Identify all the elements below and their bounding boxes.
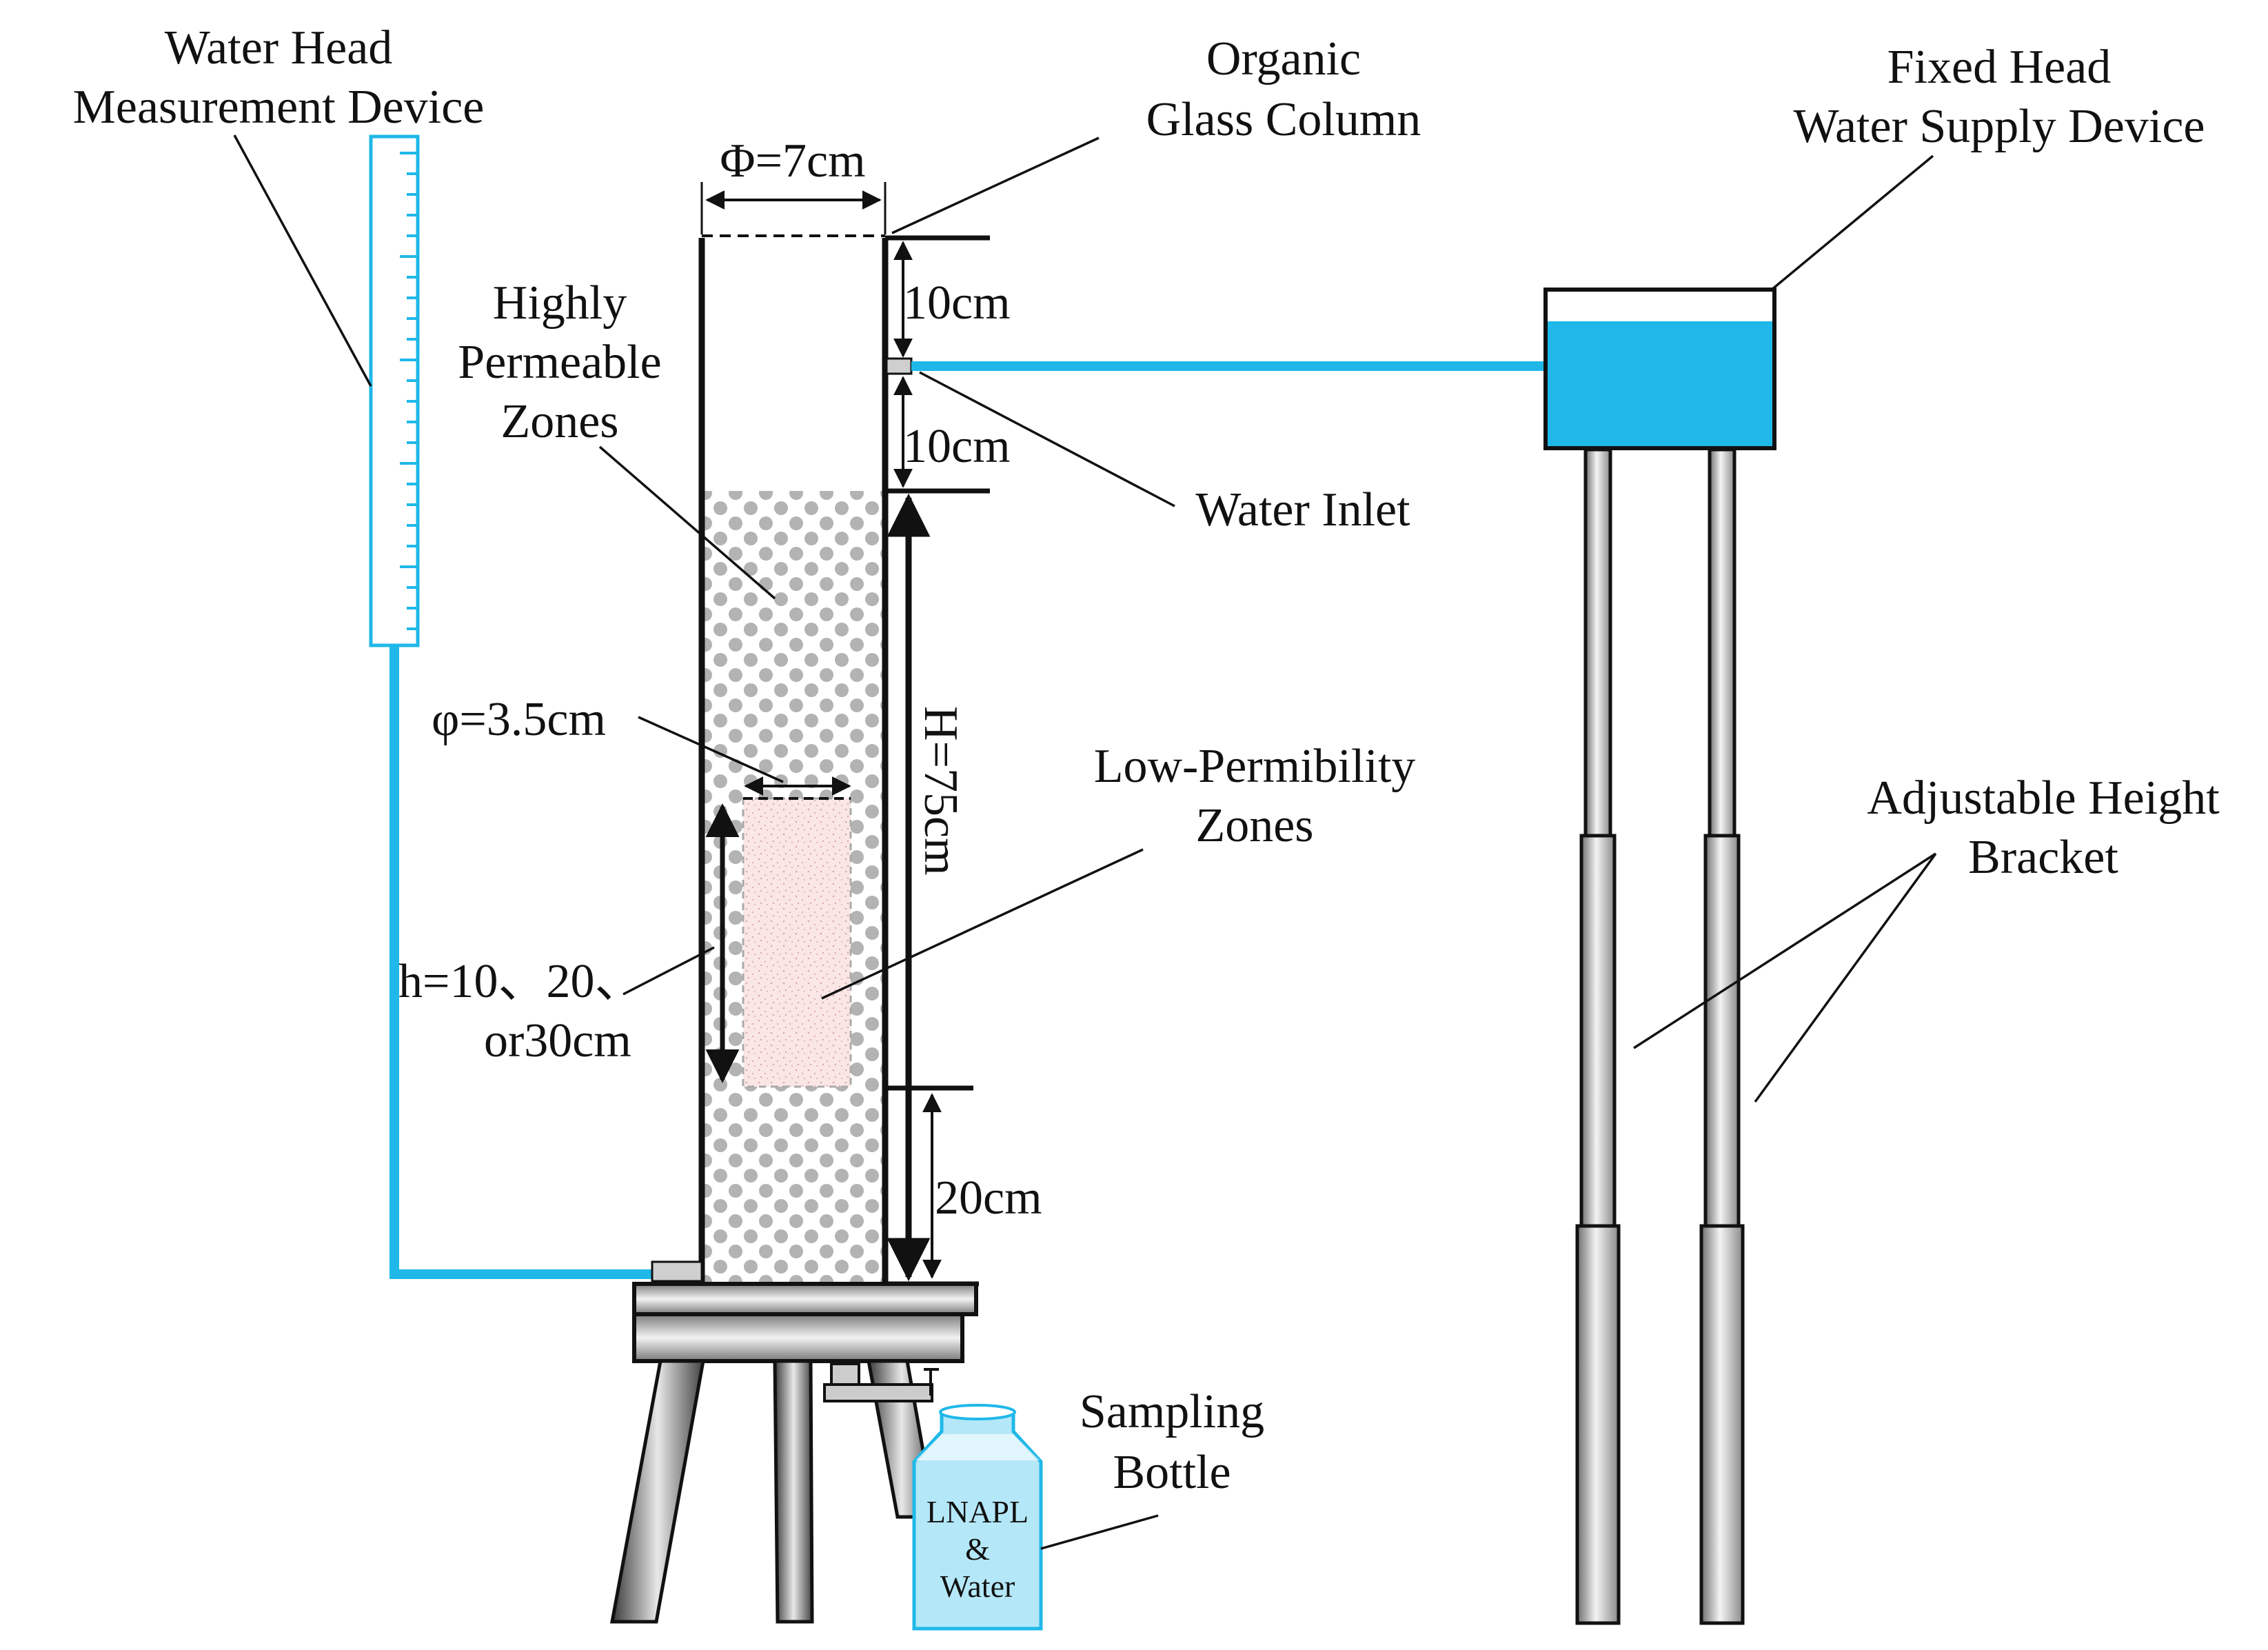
label-sampling-1: Sampling xyxy=(1080,1385,1264,1438)
label-highly-3: Zones xyxy=(500,395,618,448)
dim-top-10cm: 10cm xyxy=(903,276,1011,330)
label-water-head-2: Measurement Device xyxy=(73,81,485,134)
label-low-perm-2: Zones xyxy=(1195,799,1313,852)
dim-total-height: H=75cm xyxy=(914,706,967,876)
bottle-label-1: LNAPL xyxy=(927,1494,1029,1529)
dim-inlet-10cm: 10cm xyxy=(903,420,1011,473)
label-water-inlet: Water Inlet xyxy=(1195,483,1410,536)
dimension-arrows xyxy=(700,182,942,1282)
dim-lens-height-1: h=10、20、 xyxy=(398,955,642,1008)
bottle-label-3: Water xyxy=(940,1569,1015,1604)
dim-outer-diameter: Φ=7cm xyxy=(720,134,865,188)
sampling-bottle xyxy=(912,1404,1043,1631)
leader-lines xyxy=(233,134,1937,1550)
label-low-perm-1: Low-Permibility xyxy=(1094,740,1416,793)
water-head-tube xyxy=(369,134,656,1279)
dim-inner-diameter: φ=3.5cm xyxy=(432,693,606,746)
adjustable-bracket xyxy=(1575,447,1745,1625)
bottle-label-2: & xyxy=(965,1531,990,1567)
dim-lens-height-2: or30cm xyxy=(484,1014,631,1067)
label-bracket-1: Adjustable Height xyxy=(1867,772,2220,825)
label-bracket-2: Bracket xyxy=(1968,831,2118,884)
label-highly-1: Highly xyxy=(493,276,627,330)
label-organic-2: Glass Column xyxy=(1146,93,1421,146)
fixed-head-tank xyxy=(1543,288,1776,450)
dim-bottom-20cm: 20cm xyxy=(935,1171,1042,1225)
glass-column xyxy=(651,234,913,1286)
label-fixed-head-2: Water Supply Device xyxy=(1794,100,2205,153)
label-water-head-1: Water Head xyxy=(165,21,393,74)
label-sampling-2: Bottle xyxy=(1113,1446,1231,1499)
label-fixed-head-1: Fixed Head xyxy=(1887,41,2112,94)
label-highly-2: Permeable xyxy=(458,336,661,389)
label-organic-1: Organic xyxy=(1206,32,1361,85)
